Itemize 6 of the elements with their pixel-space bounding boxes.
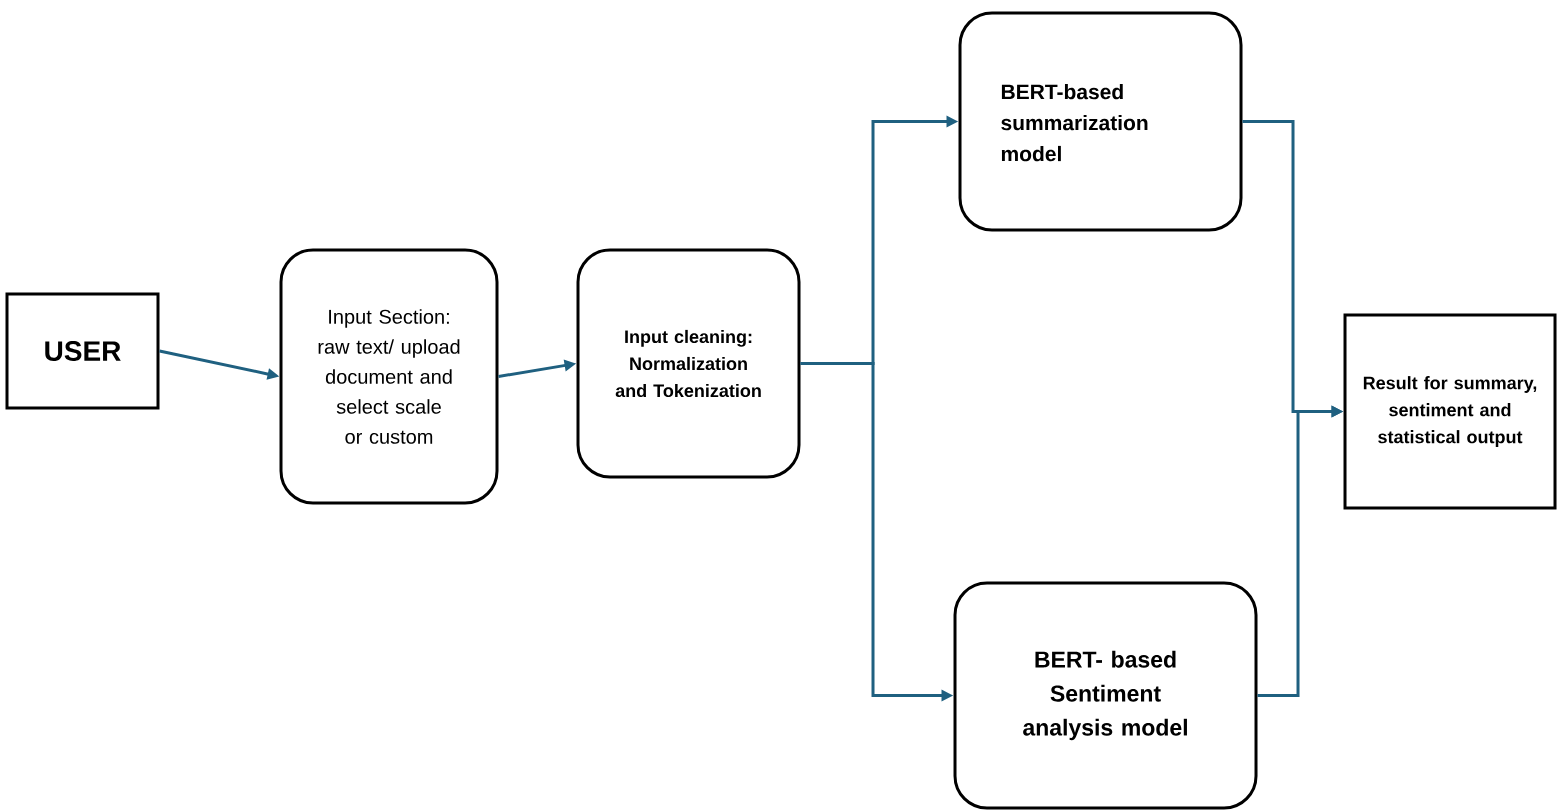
process-box: Input Section: raw text/ upload document and select scale or custom (279, 248, 499, 505)
model-box: BERT-based summarization model (958, 11, 1243, 232)
process-box: Input cleaning: Normalization and Tokenization (576, 248, 801, 479)
user-box: USER (5, 292, 160, 410)
model-box: BERT- based Sentiment analysis model (953, 581, 1258, 810)
output-box: Result for summary, sentiment and statistical output (1343, 313, 1557, 510)
